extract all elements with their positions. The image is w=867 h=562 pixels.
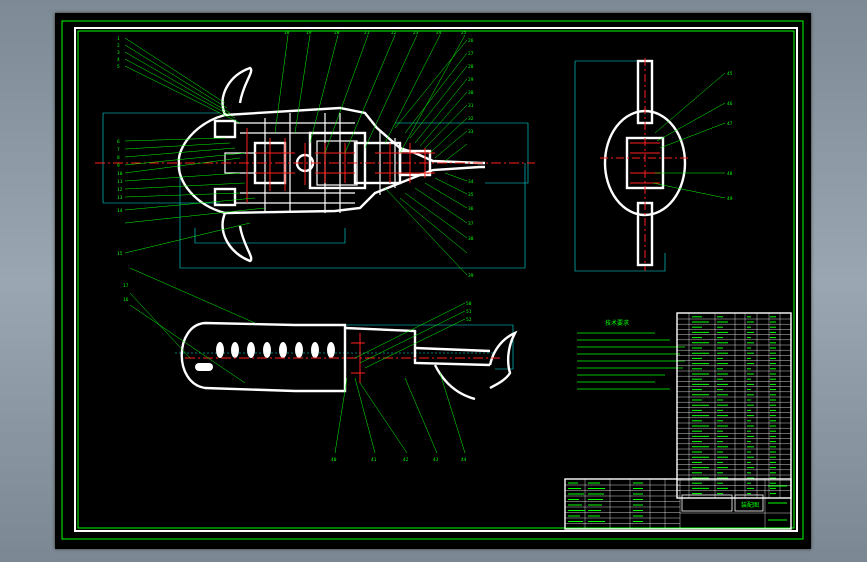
callout: 1 — [117, 36, 120, 42]
callout: 2 — [117, 43, 120, 49]
callout: 50 — [466, 301, 472, 307]
callout: 5 — [117, 64, 120, 70]
tech-notes-lines — [577, 332, 685, 390]
callout: 16 — [123, 297, 129, 303]
callout: 30 — [468, 90, 474, 96]
callout: 49 — [727, 196, 733, 202]
callout: 44 — [461, 457, 467, 463]
callout: 28 — [468, 64, 474, 70]
tech-notes: 技术要求 — [577, 319, 685, 390]
callout: 13 — [117, 195, 123, 201]
bottom-view: 17 16 50 51 52 40 41 42 43 44 — [123, 267, 518, 463]
tech-notes-title: 技术要求 — [605, 319, 629, 327]
callout: 17 — [123, 283, 129, 289]
callout: 21 — [364, 30, 370, 36]
top-right-callouts: 26 27 28 29 30 31 32 33 34 35 36 37 38 3… — [468, 38, 474, 279]
callout: 34 — [468, 179, 474, 185]
side-view: 45 46 47 48 49 — [574, 58, 733, 272]
drawing-name: 装配图 — [741, 501, 759, 509]
callout: 23 — [413, 30, 419, 36]
callout: 15 — [117, 251, 123, 257]
top-callouts: 18 19 20 21 22 23 24 25 — [284, 30, 467, 36]
side-callouts: 45 46 47 48 49 — [727, 71, 733, 202]
callout: 48 — [727, 171, 733, 177]
callout: 8 — [117, 155, 120, 161]
callout: 36 — [468, 206, 474, 212]
callout: 33 — [468, 129, 474, 135]
callout: 39 — [468, 273, 474, 279]
callout: 26 — [468, 38, 474, 44]
callout: 12 — [117, 187, 123, 193]
callout: 14 — [117, 208, 123, 214]
callout: 6 — [117, 139, 120, 145]
callout: 37 — [468, 221, 474, 227]
callout: 41 — [371, 457, 377, 463]
cad-drawing: 1 2 3 4 5 6 7 8 9 10 11 12 13 14 15 18 1… — [61, 20, 804, 540]
bottom-callouts: 17 16 50 51 52 40 41 42 43 44 — [123, 283, 472, 463]
callout: 22 — [391, 30, 397, 36]
top-view: 1 2 3 4 5 6 7 8 9 10 11 12 13 14 15 18 1… — [95, 30, 535, 279]
callout: 38 — [468, 236, 474, 242]
title-block: 装配图 — [564, 478, 792, 530]
callout: 18 — [284, 30, 290, 36]
inner-frame — [77, 30, 795, 529]
callout: 27 — [468, 51, 474, 57]
bottom-fins — [195, 342, 335, 371]
callout: 32 — [468, 116, 474, 122]
callout: 35 — [468, 192, 474, 198]
callout: 25 — [461, 30, 467, 36]
top-left-callouts: 1 2 3 4 5 6 7 8 9 10 11 12 13 14 15 — [117, 36, 123, 257]
callout: 29 — [468, 77, 474, 83]
callout: 51 — [466, 309, 472, 315]
callout: 40 — [331, 457, 337, 463]
inner-frame-outline — [74, 27, 798, 532]
callout: 7 — [117, 147, 120, 153]
callout: 47 — [727, 121, 733, 127]
callout: 4 — [117, 57, 120, 63]
callout: 9 — [117, 163, 120, 169]
callout: 19 — [306, 30, 312, 36]
callout: 11 — [117, 179, 123, 185]
callout: 10 — [117, 171, 123, 177]
callout: 43 — [433, 457, 439, 463]
callout: 45 — [727, 71, 733, 77]
callout: 3 — [117, 50, 120, 56]
callout: 24 — [436, 30, 442, 36]
drawing-canvas: 1 2 3 4 5 6 7 8 9 10 11 12 13 14 15 18 1… — [55, 13, 811, 549]
parts-list — [676, 312, 792, 499]
callout: 42 — [403, 457, 409, 463]
callout: 46 — [727, 101, 733, 107]
callout: 31 — [468, 103, 474, 109]
callout: 52 — [466, 317, 472, 323]
callout: 20 — [334, 30, 340, 36]
outer-frame — [61, 20, 804, 540]
